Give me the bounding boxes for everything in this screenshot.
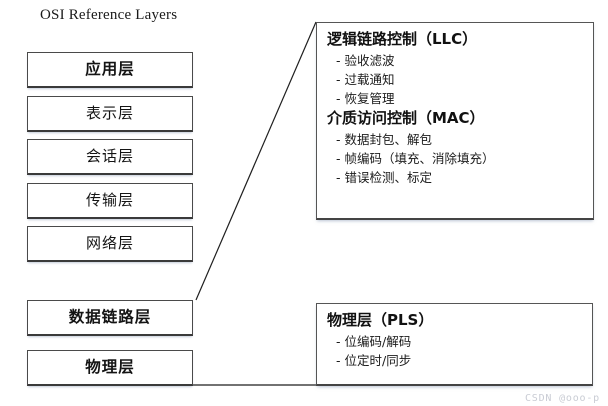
osi-layer-presentation[interactable]: 表示层 — [27, 96, 193, 132]
pls-item: - 位编码/解码 — [336, 333, 412, 349]
watermark: CSDN @ooo-p — [524, 393, 600, 404]
osi-layer-transport[interactable]: 传输层 — [27, 183, 193, 219]
osi-layer-session[interactable]: 会话层 — [27, 139, 193, 175]
llc-item: - 过载通知 — [336, 71, 395, 87]
pls-heading: 物理层（PLS） — [327, 311, 434, 329]
data-link-detail-panel: 逻辑链路控制（LLC） - 验收滤波 - 过载通知 - 恢复管理 介质访问控制（… — [316, 22, 594, 220]
mac-heading: 介质访问控制（MAC） — [327, 108, 485, 127]
llc-item: - 验收滤波 — [336, 52, 395, 68]
mac-item: - 错误检测、标定 — [336, 169, 432, 185]
osi-layer-label: 应用层 — [85, 59, 135, 78]
osi-layer-network[interactable]: 网络层 — [27, 226, 193, 262]
mac-item: - 帧编码（填充、消除填充） — [336, 150, 495, 166]
osi-layer-label: 网络层 — [85, 234, 134, 252]
pls-item: - 位定时/同步 — [336, 352, 412, 368]
osi-layer-label: 表示层 — [85, 104, 134, 122]
osi-layer-label: 数据链路层 — [68, 307, 152, 326]
connector-data-link-to-llc-panel — [195, 21, 317, 301]
physical-detail-panel: 物理层（PLS） - 位编码/解码 - 位定时/同步 — [316, 303, 593, 386]
osi-layer-application[interactable]: 应用层 — [27, 52, 193, 88]
osi-layer-label: 物理层 — [85, 357, 135, 376]
osi-layer-label: 会话层 — [85, 147, 134, 165]
page-title: OSI Reference Layers — [40, 7, 178, 23]
llc-item: - 恢复管理 — [336, 90, 395, 106]
osi-layer-label: 传输层 — [85, 191, 134, 209]
mac-item: - 数据封包、解包 — [336, 131, 432, 147]
llc-heading: 逻辑链路控制（LLC） — [327, 30, 478, 48]
osi-layer-physical[interactable]: 物理层 — [27, 350, 193, 386]
osi-layer-data-link[interactable]: 数据链路层 — [27, 300, 193, 336]
